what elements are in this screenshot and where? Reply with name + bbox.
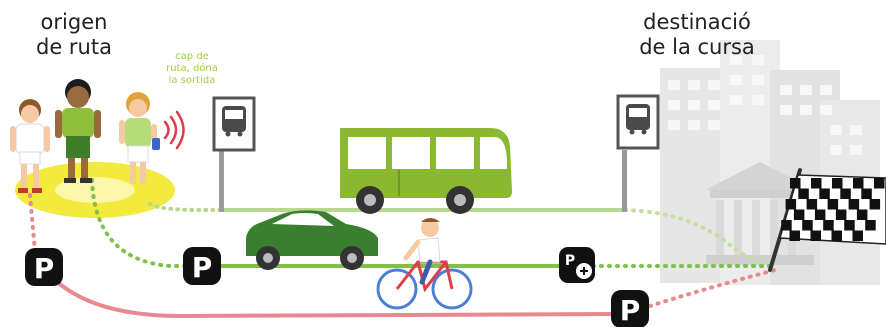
bus-stop-sign-icon — [618, 96, 658, 212]
leader-note-line-2: ruta, dóna — [150, 63, 234, 75]
flag-check — [861, 189, 872, 200]
flag-check — [811, 231, 822, 242]
flag-check — [853, 178, 864, 189]
leader-note: cap de ruta, dóna la sortida — [150, 51, 234, 87]
flag-check — [857, 210, 868, 221]
car-icon — [246, 210, 378, 270]
svg-text:P: P — [565, 253, 575, 269]
origin-label-line-2: de ruta — [20, 35, 128, 60]
svg-text:P: P — [34, 252, 55, 285]
destination-label-line-1: destinació — [612, 10, 782, 35]
flag-check — [786, 199, 797, 210]
leader-note-line-1: cap de — [150, 51, 234, 63]
flag-check — [781, 220, 792, 231]
flag-check — [794, 210, 805, 221]
flag-check — [807, 199, 818, 210]
svg-text:P: P — [620, 294, 641, 327]
origin-label: origen de ruta — [20, 10, 128, 60]
flag-check — [823, 220, 834, 231]
parking-icon: P — [25, 248, 63, 286]
bus-icon — [340, 128, 512, 214]
flag-check — [870, 199, 881, 210]
origin-label-line-1: origen — [20, 10, 128, 35]
bus-stop-sign-icon — [214, 98, 254, 212]
parking-icon: P — [183, 247, 221, 285]
flag-check — [840, 189, 851, 200]
flag-check — [828, 199, 839, 210]
svg-text:P: P — [192, 251, 213, 284]
parking-route-line — [55, 280, 612, 316]
destination-label: destinació de la cursa — [612, 10, 782, 60]
flag-check — [832, 178, 843, 189]
flag-check — [865, 220, 876, 231]
flag-check — [832, 231, 843, 242]
flag-check — [874, 178, 885, 189]
cyclist-icon — [378, 218, 471, 308]
destination-label-line-2: de la cursa — [612, 35, 782, 60]
flag-check — [836, 210, 847, 221]
flag-check — [790, 231, 801, 242]
flag-check — [815, 210, 826, 221]
park-and-ride-icon: P — [559, 247, 595, 283]
building-icon — [660, 40, 880, 285]
flag-check — [790, 178, 801, 189]
flag-check — [849, 199, 860, 210]
flag-check — [853, 231, 864, 242]
flag-check — [798, 189, 809, 200]
leader-note-line-3: la sortida — [150, 75, 234, 87]
flag-check — [819, 189, 830, 200]
flag-check — [811, 178, 822, 189]
flag-check — [802, 220, 813, 231]
wifi-signal-icon — [165, 112, 184, 148]
parking-icon: P — [611, 290, 649, 327]
flag-check — [844, 220, 855, 231]
